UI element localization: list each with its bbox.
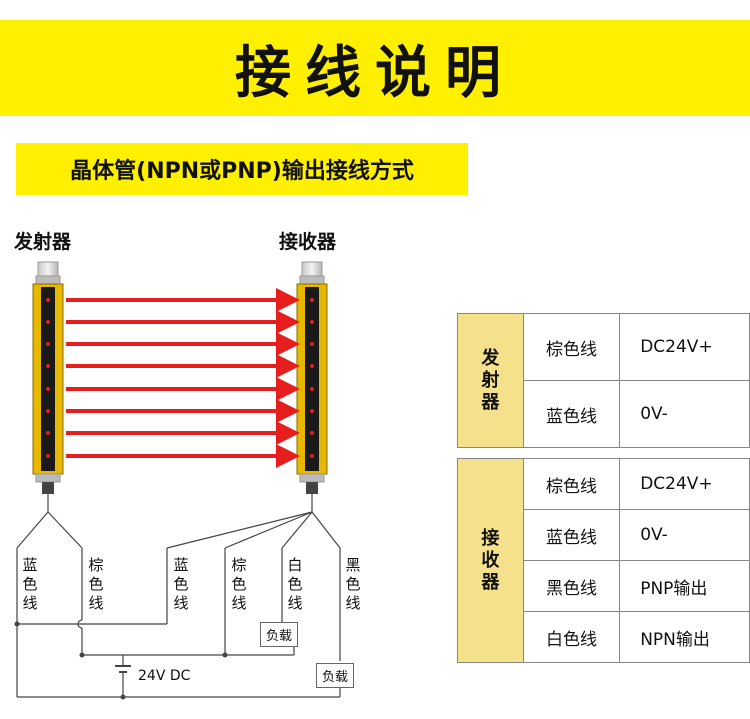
receiver-header-char-3: 器 <box>481 571 500 593</box>
receiver-cap-bottom <box>299 473 325 483</box>
junction-dot <box>14 621 20 627</box>
subtitle: 晶体管(NPN或PNP)输出接线方式 <box>70 159 414 184</box>
junction-dots <box>14 621 228 700</box>
wire-label-receiver-white: 白色线 <box>287 556 303 612</box>
table-row: 黑色线 PNP输出 <box>458 560 750 612</box>
led <box>310 298 314 302</box>
led <box>46 298 50 302</box>
subtitle-box: 晶体管(NPN或PNP)输出接线方式 <box>16 143 468 195</box>
wires <box>16 494 341 698</box>
emitter-header-char-2: 射 <box>481 369 500 391</box>
table-cell-value: DC24V+ <box>619 458 750 510</box>
receiver-header-char-1: 接 <box>481 527 500 549</box>
receiver-cap-band <box>299 275 325 285</box>
page-title: 接线说明 <box>235 40 515 106</box>
receiver-label: 接收器 <box>279 231 337 253</box>
led <box>46 320 50 324</box>
led <box>46 342 50 346</box>
receiver-wire-blue-branch <box>166 511 313 549</box>
junction-dot <box>79 652 85 658</box>
emitter-cap-band <box>35 275 61 285</box>
led <box>310 320 314 324</box>
load-box-pnp: 负载 <box>316 663 355 688</box>
led <box>310 364 314 368</box>
table-cell-wire: 棕色线 <box>522 458 621 510</box>
light-beams <box>66 288 300 468</box>
receiver-cap-top <box>301 261 323 277</box>
wire-label-emitter-brown: 棕色线 <box>88 556 104 612</box>
receiver-wire-brown-branch <box>224 511 313 549</box>
led <box>46 431 50 435</box>
wire-label-receiver-black: 黑色线 <box>345 556 361 612</box>
led <box>46 409 50 413</box>
power-label: 24V DC <box>138 668 191 684</box>
receiver-wire-black-branch <box>311 511 341 549</box>
table-cell-value: DC24V+ <box>619 313 750 381</box>
led <box>46 364 50 368</box>
wire-label-emitter-blue: 蓝色线 <box>22 556 38 612</box>
receiver-device <box>296 261 328 494</box>
led <box>310 342 314 346</box>
table-cell-wire: 白色线 <box>522 611 621 663</box>
emitter-header-char-3: 器 <box>481 391 500 413</box>
junction-dot <box>120 694 126 700</box>
emitter-wire-blue-branch <box>16 511 49 549</box>
wire-label-receiver-brown: 棕色线 <box>231 556 247 612</box>
load-box-npn: 负载 <box>260 622 299 647</box>
table-cell-value: 0V- <box>619 509 750 561</box>
table-cell-wire: 蓝色线 <box>522 380 621 448</box>
receiver-wire-white-branch <box>281 511 313 549</box>
table-cell-wire: 黑色线 <box>522 560 621 612</box>
emitter-cable-gland <box>42 482 54 494</box>
receiver-window <box>305 287 319 471</box>
emitter-cap-bottom <box>35 473 61 483</box>
emitter-table-header: 发 射 器 <box>457 313 524 448</box>
led <box>46 387 50 391</box>
emitter-header-char-1: 发 <box>481 347 500 369</box>
table-row: 白色线 NPN输出 <box>458 611 750 663</box>
emitter-window <box>41 287 55 471</box>
table-row: 蓝色线 0V- <box>458 380 750 448</box>
receiver-cable-gland <box>306 482 318 494</box>
emitter-label: 发射器 <box>14 231 72 253</box>
table-cell-wire: 棕色线 <box>522 313 621 381</box>
led <box>310 387 314 391</box>
led <box>310 431 314 435</box>
table-row: 接 收 器 棕色线 DC24V+ <box>457 458 750 663</box>
emitter-leds <box>46 298 50 458</box>
emitter-wire-brown-branch <box>47 511 83 549</box>
receiver-spec-table: 接 收 器 棕色线 DC24V+ 蓝色线 0V- 黑色线 PNP输出 白色线 N… <box>457 458 750 663</box>
receiver-leds <box>310 298 314 458</box>
table-cell-wire: 蓝色线 <box>522 509 621 561</box>
led <box>46 454 50 458</box>
emitter-cap-top <box>37 261 59 277</box>
receiver-table-header: 接 收 器 <box>457 458 524 663</box>
junction-dot <box>222 652 228 658</box>
emitter-spec-table: 发 射 器 棕色线 DC24V+ 蓝色线 0V- <box>457 313 750 448</box>
table-row: 发 射 器 棕色线 DC24V+ <box>457 313 750 448</box>
table-cell-value: PNP输出 <box>619 560 750 612</box>
wire-label-receiver-blue: 蓝色线 <box>173 556 189 612</box>
led <box>310 454 314 458</box>
table-row: 蓝色线 0V- <box>458 509 750 561</box>
receiver-header-char-2: 收 <box>481 549 500 571</box>
table-cell-value: 0V- <box>619 380 750 448</box>
led <box>310 409 314 413</box>
title-banner: 接线说明 <box>0 20 750 116</box>
emitter-device <box>32 261 64 494</box>
table-cell-value: NPN输出 <box>619 611 750 663</box>
